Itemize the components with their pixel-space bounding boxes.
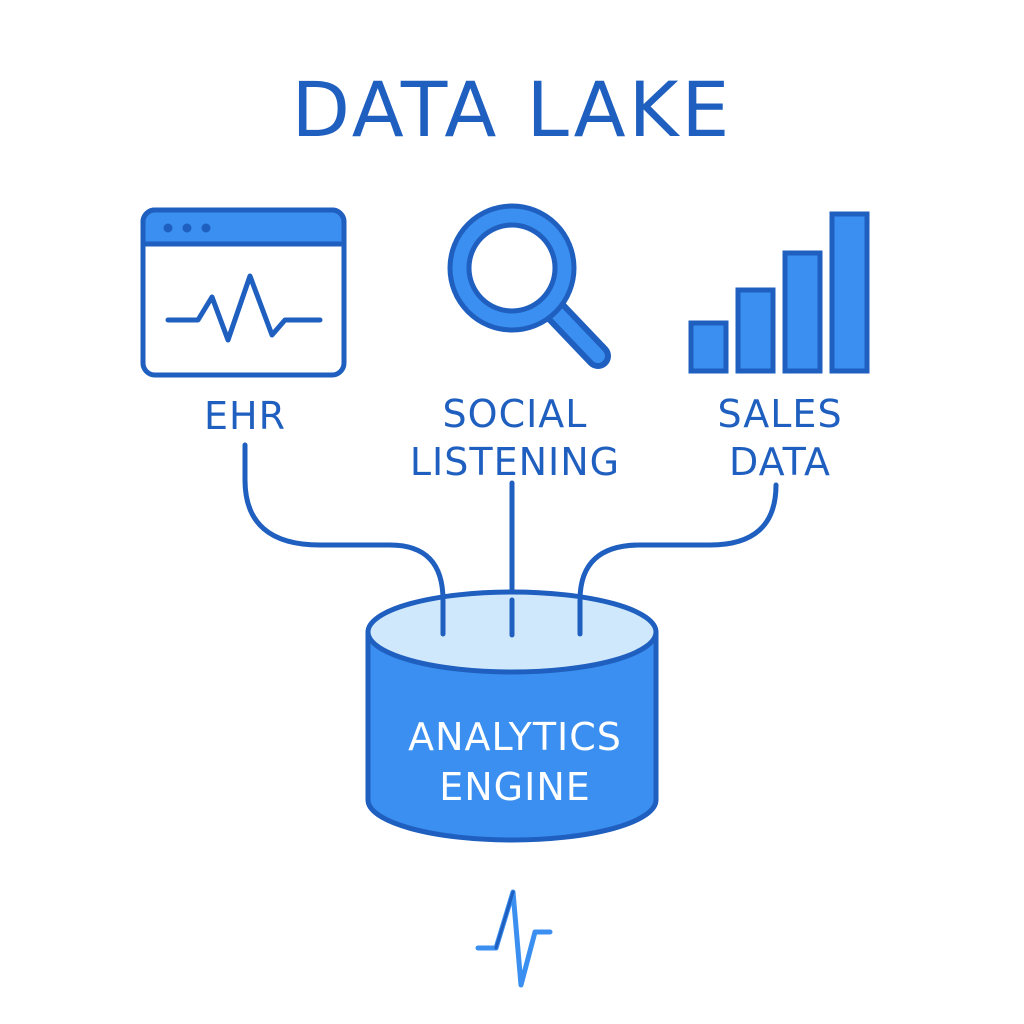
pulse-logo-icon <box>475 889 553 988</box>
sales-connector <box>577 482 779 636</box>
database-cylinder-icon <box>365 589 659 843</box>
magnifier-icon <box>447 203 611 369</box>
ehr-monitor-icon <box>140 207 347 378</box>
source-label-ehr: EHR <box>160 392 330 440</box>
engine-label-line-1: ANALYTICS <box>408 715 622 759</box>
source-label-ehr-line-1: EHR <box>204 394 286 438</box>
source-label-sales-line-1: SALES <box>717 392 843 436</box>
source-label-sales-line-2: DATA <box>729 440 831 484</box>
page-title: DATA LAKE <box>291 65 733 154</box>
source-label-social-line-2: LISTENING <box>409 440 621 484</box>
bar-chart-icon <box>688 211 870 374</box>
engine-label: ANALYTICS ENGINE <box>370 712 660 812</box>
source-label-social-listening: SOCIAL LISTENING <box>380 390 650 486</box>
source-label-sales-data: SALES DATA <box>680 390 880 486</box>
engine-label-line-2: ENGINE <box>439 765 591 809</box>
source-label-social-line-1: SOCIAL <box>442 392 588 436</box>
ehr-connector <box>242 442 446 635</box>
